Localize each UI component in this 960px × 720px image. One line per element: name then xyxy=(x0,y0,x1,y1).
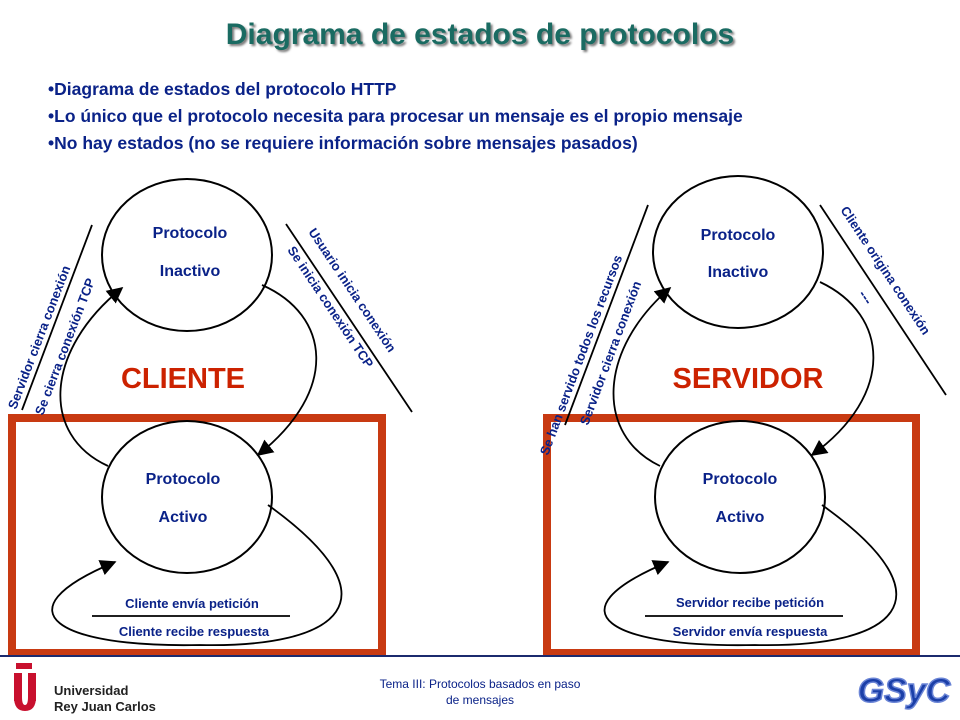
client-active-state xyxy=(101,420,273,574)
client-loop-arrow xyxy=(51,504,343,647)
client-inactive-state xyxy=(101,178,273,332)
client-open-arrow xyxy=(256,284,318,457)
university-logo: Universidad Rey Juan Carlos xyxy=(8,663,168,715)
footer-divider xyxy=(0,655,960,657)
server-start-divider xyxy=(819,204,947,396)
gsyc-logo: GSyC xyxy=(857,671,952,711)
footer-caption-line: de mensajes xyxy=(445,693,515,707)
server-start-action: --- xyxy=(856,287,877,308)
client-inactive-label: Protocolo xyxy=(153,225,228,242)
server-end-divider xyxy=(564,204,649,426)
server-inactive-state xyxy=(652,175,824,329)
client-inactive-label: Inactivo xyxy=(160,263,221,280)
server-open-arrow xyxy=(810,281,875,456)
client-active-label: Protocolo xyxy=(146,471,221,488)
client-loop-event: Cliente envía petición xyxy=(125,596,259,611)
server-loop-event: Servidor recibe petición xyxy=(676,595,824,610)
client-loop-action: Cliente recibe respuesta xyxy=(119,624,270,639)
client-diagram: Protocolo Inactivo Protocolo Activo CLIE… xyxy=(5,178,413,657)
server-close-arrow xyxy=(612,286,672,467)
gsyc-logo-text: GSyC xyxy=(858,672,951,710)
client-end-divider xyxy=(21,224,93,411)
page-title: Diagrama de estados de protocolos xyxy=(225,18,735,51)
server-loop-action: Servidor envía respuesta xyxy=(673,624,828,639)
university-crest-icon xyxy=(14,663,36,711)
server-heading: SERVIDOR xyxy=(673,363,824,395)
client-start-divider xyxy=(285,223,413,413)
server-active-box xyxy=(543,414,920,657)
client-close-arrow xyxy=(59,286,124,467)
bullet-item: Lo único que el protocolo necesita para … xyxy=(48,103,743,130)
client-active-label: Activo xyxy=(159,509,208,526)
footer-caption-line: Tema III: Protocolos basados en paso xyxy=(379,677,581,691)
server-start-event: Cliente origina conexión xyxy=(838,203,934,337)
footer-caption: Tema III: Protocolos basados en paso de … xyxy=(330,676,630,708)
server-active-state xyxy=(654,420,826,574)
server-inactive-label: Protocolo xyxy=(701,227,776,244)
server-active-label: Protocolo xyxy=(703,471,778,488)
university-name: Rey Juan Carlos xyxy=(54,699,156,714)
server-diagram: Protocolo Inactivo Protocolo Activo SERV… xyxy=(537,175,947,657)
bullet-list: Diagrama de estados del protocolo HTTP L… xyxy=(48,76,743,157)
university-name: Universidad xyxy=(54,683,129,698)
bullet-item: No hay estados (no se requiere informaci… xyxy=(48,130,743,157)
server-inactive-label: Inactivo xyxy=(708,264,769,281)
client-heading: CLIENTE xyxy=(121,363,245,395)
server-loop-arrow xyxy=(603,504,898,647)
bullet-item: Diagrama de estados del protocolo HTTP xyxy=(48,76,743,103)
client-active-box xyxy=(8,414,386,657)
server-active-label: Activo xyxy=(716,509,765,526)
